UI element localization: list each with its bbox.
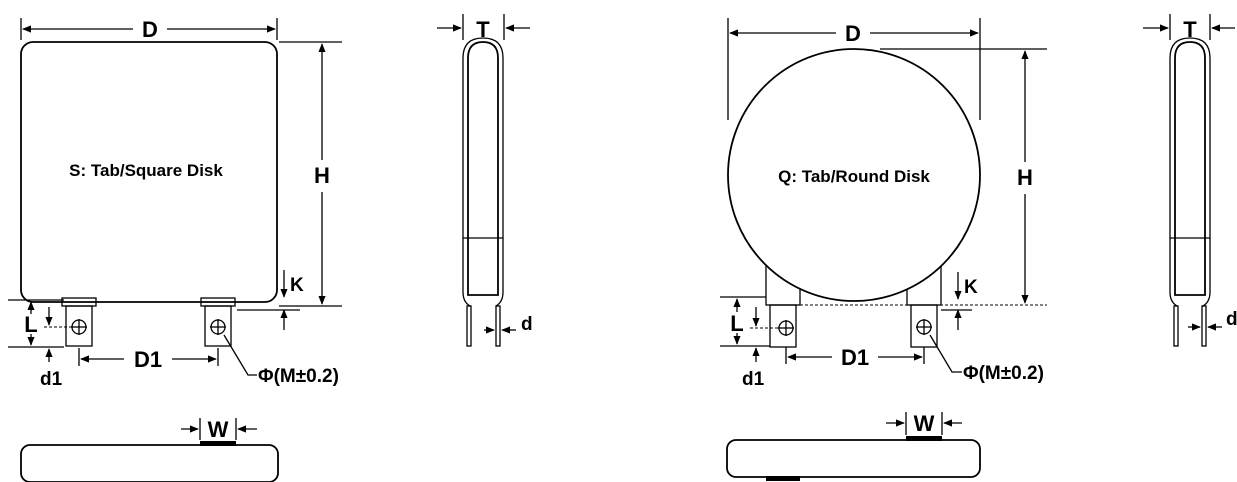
round-dim-d1-lower: d1 [742, 369, 765, 390]
square-tab-right [204, 305, 232, 347]
round-dim-phi: Φ(M±0.2) [963, 363, 1044, 384]
round-side-curve-right [1202, 291, 1211, 307]
round-side-outline [1169, 37, 1211, 239]
round-dim-lead: d [1226, 309, 1237, 330]
square-disk-front-view: D S: Tab/Square Disk H K L [8, 17, 342, 390]
round-phi-leader [929, 334, 962, 373]
square-side-curve-right [495, 291, 504, 307]
round-disk-front-view: D Q: Tab/Round Disk H K L [720, 18, 1047, 390]
square-dim-lead: d [521, 314, 533, 335]
round-bottom-tab-bottom [766, 476, 800, 481]
square-side-body [467, 41, 499, 296]
square-caption: S: Tab/Square Disk [69, 161, 223, 180]
round-dim-h: H [1017, 165, 1033, 190]
square-side-curve-left [462, 291, 471, 307]
round-dim-w: W [914, 411, 935, 436]
round-caption: Q: Tab/Round Disk [778, 167, 930, 186]
round-disk-bottom-view: W [726, 411, 981, 481]
round-disk-side-view: T d [1143, 14, 1237, 347]
square-dim-d1-lower: d1 [40, 369, 63, 390]
square-dim-l: L [24, 312, 37, 337]
square-dim-d1: D1 [134, 347, 162, 372]
square-dim-t: T [476, 17, 490, 42]
round-dim-d: D [845, 21, 861, 46]
square-lead-left [466, 305, 472, 347]
square-disk-bottom-view: W [20, 417, 279, 482]
round-dim-l: L [730, 311, 743, 336]
round-side-body [1174, 41, 1206, 296]
round-lead-right [1201, 305, 1207, 347]
round-bottom-tab-top [906, 436, 942, 441]
round-tab-left [769, 304, 797, 348]
square-dim-h: H [314, 163, 330, 188]
square-dim-k: K [290, 275, 304, 296]
square-lead-right [495, 305, 501, 347]
square-dim-d: D [142, 17, 158, 42]
square-dim-w: W [208, 417, 229, 442]
square-bottom-tab [200, 441, 236, 446]
round-bottom-body [726, 439, 981, 478]
square-disk-body [20, 41, 278, 303]
round-dim-t: T [1183, 17, 1197, 42]
round-disk-body [727, 48, 981, 302]
square-dim-phi: Φ(M±0.2) [258, 366, 339, 387]
square-phi-leader [223, 334, 257, 376]
round-side-curve-left [1169, 291, 1178, 307]
square-tab-left [65, 305, 93, 347]
round-dim-d1: D1 [841, 345, 869, 370]
round-dim-k: K [964, 277, 978, 298]
square-side-outline [462, 37, 504, 239]
square-disk-side-view: T d [437, 14, 533, 347]
square-bottom-body [20, 444, 279, 482]
round-lead-left [1173, 305, 1179, 347]
